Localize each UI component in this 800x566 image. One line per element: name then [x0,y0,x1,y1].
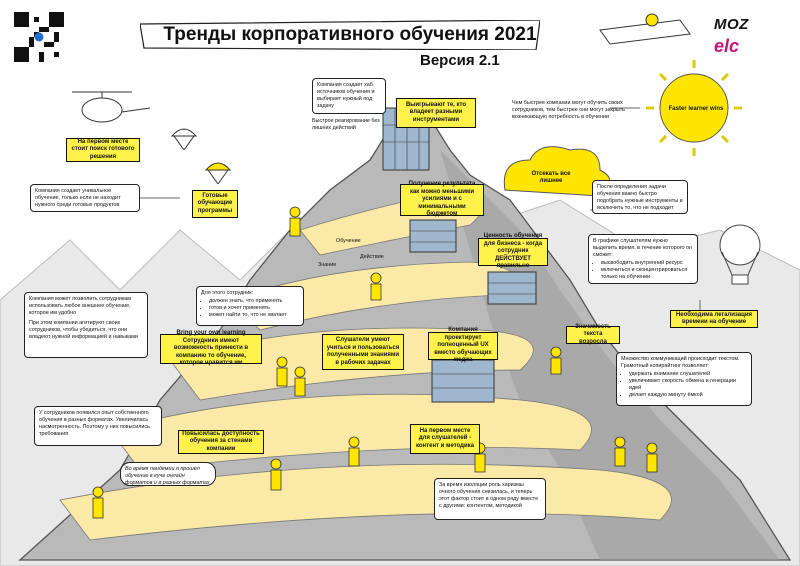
list-item: включиться и сконцентрироваться только н… [601,267,693,281]
list-item: удержать внимание слушателей [629,371,747,378]
note-faster-text: Чем быстрее компании могут обучить своих… [512,100,625,121]
speech-bubble: Во время пандемии я прошёл обучение в ку… [120,462,216,486]
label-listeners-apply: Слушатели умеют учиться и пользоваться п… [322,334,404,370]
note-allow-external-1: Компания может позволить сотрудникам исп… [29,296,132,317]
label-action: Действие [360,254,384,260]
elc-logo: elc [714,36,740,56]
label-learning: Обучение [336,238,361,244]
moz-logo: MOZ [714,16,749,33]
note-communications: Множество коммуникаций происходит тексто… [616,352,752,406]
label-knowledge: Знание [318,262,337,268]
note-for-training-intro: Для этого сотрудник: [201,290,254,296]
label-legalize-time: Необходима легализация времени на обучен… [670,310,758,328]
note-for-training: Для этого сотрудник: должен знать, что п… [196,286,304,326]
note-allow-external: Компания может позволить сотрудникам исп… [24,292,148,358]
version-label: Версия 2.1 [420,52,500,69]
label-cut-extra: Отсекать все лишнее [531,170,571,185]
note-unique-training: Компания создает уникальное обучение, то… [30,184,140,212]
note-schedule-intro: В графике слушателям нужно выделить врем… [593,238,693,259]
label-content-method: На первом месте для слушателей - контент… [410,424,480,454]
list-item: высвободить внутренний ресурс [601,260,693,267]
building-2 [487,271,537,305]
label-company-projects: Компания проектирует полноценный UX вмес… [428,327,498,363]
label-ready-programs: Готовые обучающие программы [192,190,238,218]
label-byol: Bring your own learning Сотрудники имеют… [160,330,262,366]
note-communications-intro: Множество коммуникаций происходит тексто… [621,356,740,370]
note-experience: У сотрудников появился опыт собственного… [34,406,162,446]
list-item: увеличивает скорость обмена и генерации … [629,378,747,392]
sun-icon [646,60,742,156]
parachute-icon [170,128,232,185]
building-1 [409,219,457,253]
label-first-place-ready: На первом месте стоит поиск готового реш… [66,138,140,162]
title-banner [140,20,540,50]
label-access-outside: Повысилась доступность обучения за стена… [178,430,264,454]
building-3 [431,359,495,403]
label-faster-learner: Faster learner wins [668,106,724,113]
label-hub-tools: Выигрывают те, кто владеет разными инстр… [396,98,476,128]
note-company-hub: Компания создает хаб источников обучения… [312,78,386,114]
note-pandemic: За время изоляции роль харизмы очного об… [434,478,546,520]
list-item: должен знать, что применять [209,298,299,305]
qr-code-icon[interactable] [14,12,64,62]
list-item: может найти то, что не хватает [209,312,299,319]
label-value-business: Ценность обучения для бизнеса - когда со… [478,233,548,269]
helicopter-icon [72,91,151,123]
label-text-importance: Значимость текста возросла [566,324,620,345]
label-result-min-effort: Получение результата как можно меньшими … [400,181,484,217]
balloon-icon [719,224,761,285]
note-schedule: В графике слушателям нужно выделить врем… [588,234,698,284]
page-title: Тренды корпоративного обучения 2021 [163,24,537,45]
list-item: готов и хочет применять [209,305,299,312]
rocket-icon [599,13,691,45]
cloud-icon [503,146,611,197]
note-allow-external-2: При этом компании агитируют своих сотруд… [29,320,138,341]
note-quick-react: Быстрое реагирование без лишних действий [312,118,380,132]
list-item: делает каждую минуту ёмкой [629,392,747,399]
note-after-task: После определения задачи обучения важно … [592,180,688,214]
